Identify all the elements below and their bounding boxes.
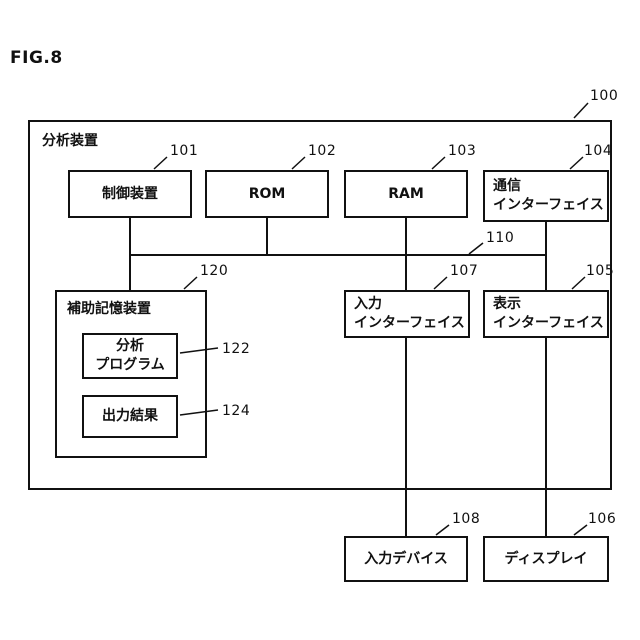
display-label: ディスプレイ bbox=[504, 550, 588, 567]
figure-title: FIG.8 bbox=[10, 48, 63, 68]
input-device-label: 入力デバイス bbox=[364, 550, 448, 567]
input-device-box: 入力デバイス bbox=[344, 536, 468, 582]
ref-122: 122 bbox=[222, 341, 251, 357]
input-interface-box: 入力 インターフェイス bbox=[344, 290, 470, 338]
communication-interface-box: 通信 インターフェイス bbox=[483, 170, 609, 222]
rom-label: ROM bbox=[248, 185, 286, 202]
ram-label: RAM bbox=[388, 185, 424, 202]
ref-107: 107 bbox=[450, 263, 479, 279]
ref-108: 108 bbox=[452, 511, 481, 527]
ref-105: 105 bbox=[586, 263, 615, 279]
display-box: ディスプレイ bbox=[483, 536, 609, 582]
analysis-device-box: 分析装置 bbox=[28, 120, 612, 490]
output-result-label: 出力結果 bbox=[102, 408, 158, 424]
analysis-program-label: 分析 プログラム bbox=[95, 338, 165, 373]
ref-103: 103 bbox=[448, 143, 477, 159]
ref-104: 104 bbox=[584, 143, 613, 159]
auxiliary-storage-label: 補助記憶装置 bbox=[67, 301, 151, 317]
display-interface-box: 表示 インターフェイス bbox=[483, 290, 609, 338]
output-result-box: 出力結果 bbox=[82, 395, 178, 438]
communication-interface-label: 通信 インターフェイス bbox=[493, 178, 604, 213]
ref-100: 100 bbox=[590, 88, 619, 104]
ram-box: RAM bbox=[344, 170, 468, 218]
input-interface-label: 入力 インターフェイス bbox=[354, 296, 465, 331]
ref-101: 101 bbox=[170, 143, 199, 159]
control-device-box: 制御装置 bbox=[68, 170, 192, 218]
control-device-label: 制御装置 bbox=[102, 185, 158, 202]
rom-box: ROM bbox=[205, 170, 329, 218]
auxiliary-storage-box: 補助記憶装置 bbox=[55, 290, 207, 458]
ref-106: 106 bbox=[588, 511, 617, 527]
ref-120: 120 bbox=[200, 263, 229, 279]
ref-110: 110 bbox=[486, 230, 515, 246]
ref-102: 102 bbox=[308, 143, 337, 159]
display-interface-label: 表示 インターフェイス bbox=[493, 296, 604, 331]
ref-124: 124 bbox=[222, 403, 251, 419]
analysis-program-box: 分析 プログラム bbox=[82, 333, 178, 379]
analysis-device-label: 分析装置 bbox=[42, 133, 98, 149]
